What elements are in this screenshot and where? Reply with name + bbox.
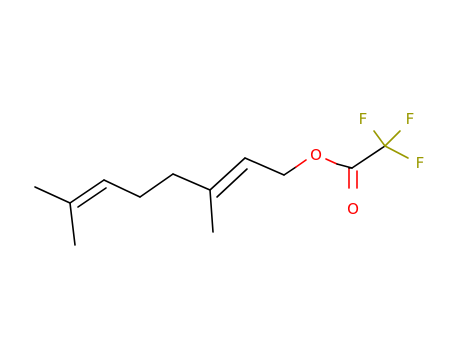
atom-oxygen-ester: O: [310, 146, 322, 164]
bond-double-2a: [209, 157, 246, 191]
bond-chain-1: [103, 179, 141, 198]
atom-fluorine-3: F: [416, 154, 425, 172]
bond-double-2b: [216, 168, 248, 198]
bond-ch2-o-red: [295, 159, 307, 168]
bond-ch2-o: [283, 166, 297, 176]
bond-chain-3: [172, 173, 211, 191]
fluorine-bonds: [373, 130, 409, 159]
bond-double-1a: [69, 179, 105, 204]
atom-oxygen-carbonyl: O: [347, 200, 359, 218]
carbon-skeleton: [34, 145, 386, 246]
bond-double-1b: [77, 187, 107, 208]
bond-cf-2: [384, 130, 401, 147]
bond-cf-1: [373, 130, 386, 147]
bond-methyl-c3: [209, 189, 214, 233]
bond-methyl-lower: [69, 202, 76, 246]
bond-c-cf3: [351, 145, 386, 169]
ester-carbon-bonds: [336, 163, 353, 169]
oxygen-bonds: [295, 158, 358, 189]
atom-labels: O O F F F: [310, 110, 424, 218]
bond-chain-2: [139, 173, 174, 198]
bond-o-c-red: [325, 158, 338, 165]
atom-fluorine-2: F: [406, 110, 415, 128]
bond-ch2: [244, 157, 285, 176]
bond-methyl-upper: [34, 186, 71, 204]
bond-cf-3: [384, 145, 409, 159]
atom-fluorine-1: F: [359, 110, 368, 128]
